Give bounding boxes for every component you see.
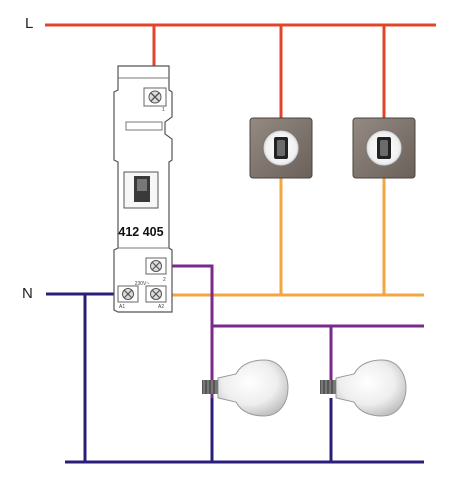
- switched-wires: [163, 178, 424, 297]
- terminal-a1: [117, 285, 139, 303]
- terminal-upper: [143, 87, 167, 107]
- relay-label-window: [125, 121, 163, 131]
- relay: 1 412 405 2 230V~ A1: [113, 65, 173, 313]
- terminal-2: [145, 257, 167, 275]
- light-bulb-icon: [202, 359, 289, 417]
- relay-toggle[interactable]: [123, 171, 159, 209]
- lamp-2: [320, 359, 407, 417]
- neutral-wires: [46, 292, 424, 464]
- line-label: L: [25, 15, 34, 32]
- line-wires: [45, 23, 436, 120]
- neutral-label: N: [22, 285, 33, 302]
- push-button-1[interactable]: [249, 117, 313, 179]
- terminal-upper-label: 1: [162, 107, 165, 113]
- push-button-2[interactable]: [352, 117, 416, 179]
- light-bulb-icon: [320, 359, 407, 417]
- coil-voltage-label: 230V~: [135, 281, 150, 287]
- lamp-1: [202, 359, 289, 417]
- terminal-2-label: 2: [163, 277, 166, 283]
- terminal-a2: [145, 285, 167, 303]
- terminal-a2-label: A2: [158, 304, 164, 310]
- relay-reference: 412 405: [118, 225, 163, 239]
- terminal-a1-label: A1: [119, 304, 125, 310]
